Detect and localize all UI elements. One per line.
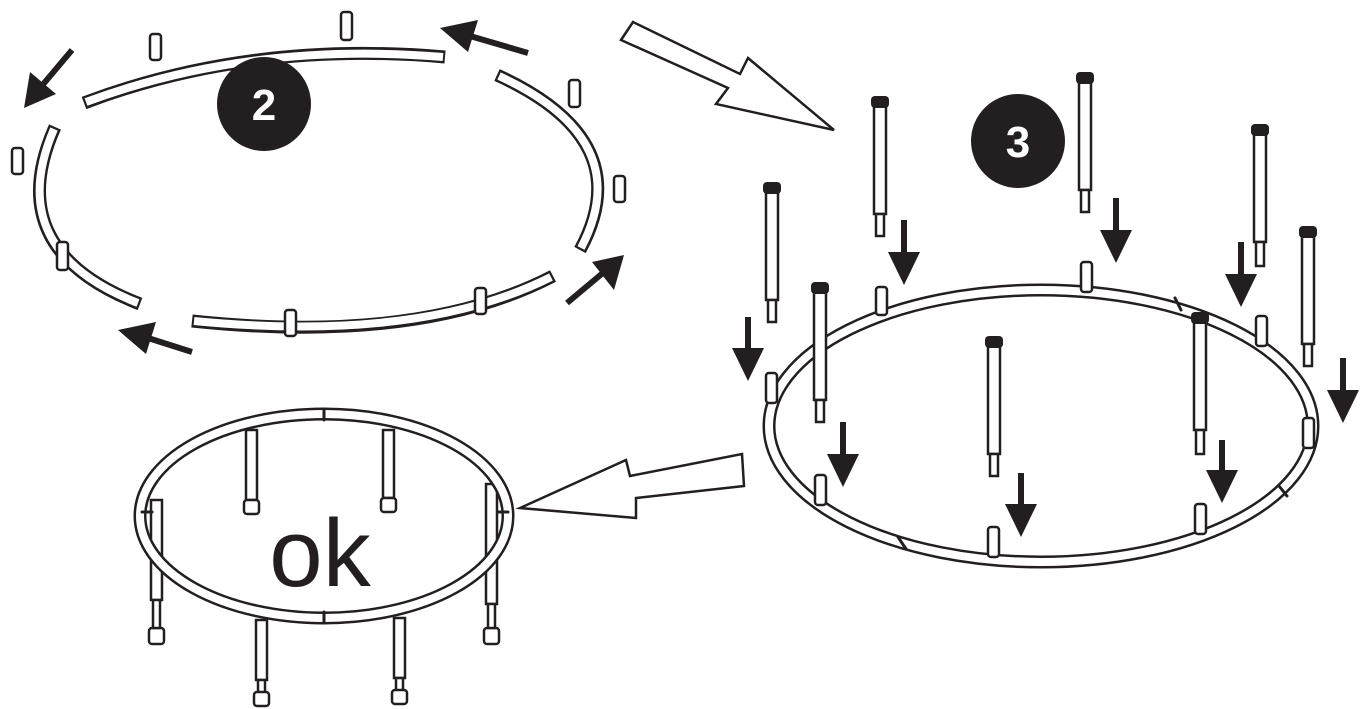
down-arrow bbox=[1005, 473, 1037, 537]
down-arrow bbox=[1206, 440, 1238, 503]
leg-tube bbox=[1299, 226, 1317, 368]
down-arrow bbox=[732, 317, 764, 381]
ring-segment bbox=[191, 270, 556, 334]
leg-socket bbox=[986, 525, 1001, 559]
down-arrow bbox=[1327, 358, 1359, 423]
leg-socket bbox=[1079, 260, 1094, 294]
ring-segment bbox=[33, 124, 143, 311]
down-arrow bbox=[1100, 198, 1132, 263]
flow-arrow-step2-to-step3 bbox=[619, 20, 835, 132]
assembled-ring bbox=[133, 407, 515, 625]
ring-segment bbox=[494, 69, 605, 254]
flow-arrow-step3-to-result bbox=[515, 452, 746, 520]
direction-arrow bbox=[565, 255, 624, 306]
leg-socket bbox=[283, 308, 298, 338]
leg-socket bbox=[10, 146, 25, 176]
step-2-ring-assembly: 2 bbox=[10, 10, 627, 355]
leg-tube bbox=[871, 96, 889, 238]
leg-tube bbox=[985, 336, 1003, 478]
leg-tube bbox=[1251, 124, 1269, 268]
leg-socket bbox=[339, 10, 354, 42]
direction-arrow bbox=[24, 48, 75, 108]
leg-socket bbox=[1193, 502, 1208, 536]
step-3-leg-insertion: 3 bbox=[732, 72, 1359, 569]
step-number: 2 bbox=[252, 81, 276, 130]
leg-socket bbox=[148, 32, 163, 62]
leg-socket bbox=[764, 371, 779, 405]
leg-tube bbox=[379, 428, 398, 514]
leg-tube bbox=[811, 282, 829, 424]
leg-socket bbox=[473, 286, 488, 316]
down-arrow bbox=[888, 220, 920, 285]
direction-arrow bbox=[440, 20, 529, 56]
leg-tube bbox=[252, 618, 271, 708]
down-arrow bbox=[1225, 242, 1257, 307]
leg-tube bbox=[1191, 312, 1209, 456]
leg-socket bbox=[1301, 416, 1316, 450]
down-arrow bbox=[827, 422, 859, 487]
leg-socket bbox=[813, 473, 828, 507]
leg-tube bbox=[482, 482, 501, 646]
leg-socket bbox=[1254, 314, 1269, 348]
step-badge-2: 2 bbox=[217, 57, 311, 151]
leg-socket bbox=[612, 174, 627, 204]
leg-tube bbox=[390, 616, 409, 706]
leg-socket bbox=[567, 78, 582, 109]
leg-tube bbox=[763, 182, 781, 324]
leg-tube bbox=[242, 428, 261, 516]
direction-arrow bbox=[118, 322, 193, 355]
leg-socket bbox=[874, 285, 889, 317]
step-badge-3: 3 bbox=[971, 94, 1065, 188]
result-label: ok bbox=[269, 500, 371, 607]
assembled-frame-result: ok bbox=[133, 407, 515, 708]
leg-socket bbox=[55, 240, 70, 272]
assembled-ring bbox=[762, 283, 1320, 569]
leg-tube bbox=[1076, 72, 1094, 214]
step-number: 3 bbox=[1006, 118, 1030, 167]
